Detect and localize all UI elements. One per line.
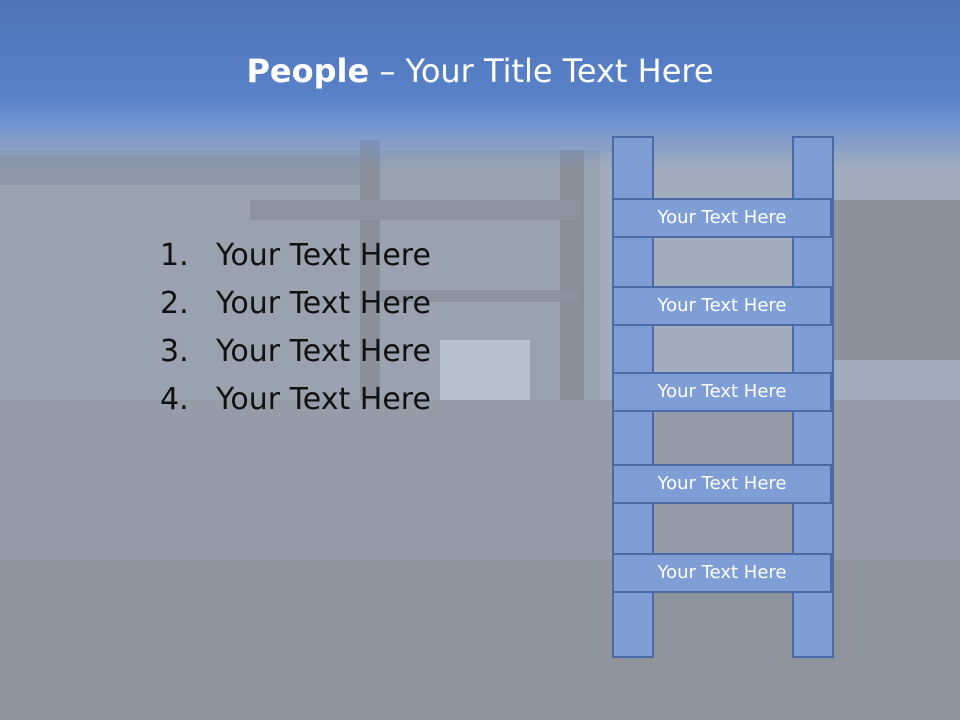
list-number: 1. [160,238,189,273]
list-text: Your Text Here [216,238,431,273]
numbered-list: 1. Your Text Here 2. Your Text Here 3. Your… [160,232,431,424]
ladder-rung: Your Text Here [612,286,832,326]
list-text: Your Text Here [216,334,431,369]
list-text: Your Text Here [216,382,431,417]
list-text: Your Text Here [216,286,431,321]
list-item: 2. Your Text Here [160,280,431,328]
title-rest: – Your Title Text Here [369,52,714,90]
list-item: 4. Your Text Here [160,376,431,424]
ladder-rung: Your Text Here [612,198,832,238]
list-number: 4. [160,382,189,417]
slide-title: People – Your Title Text Here [0,52,960,90]
ladder-rung: Your Text Here [612,553,832,593]
title-bold: People [246,52,370,90]
ladder-rung: Your Text Here [612,464,832,504]
list-item: 3. Your Text Here [160,328,431,376]
list-number: 2. [160,286,189,321]
list-item: 1. Your Text Here [160,232,431,280]
ladder-rung: Your Text Here [612,372,832,412]
list-number: 3. [160,334,189,369]
